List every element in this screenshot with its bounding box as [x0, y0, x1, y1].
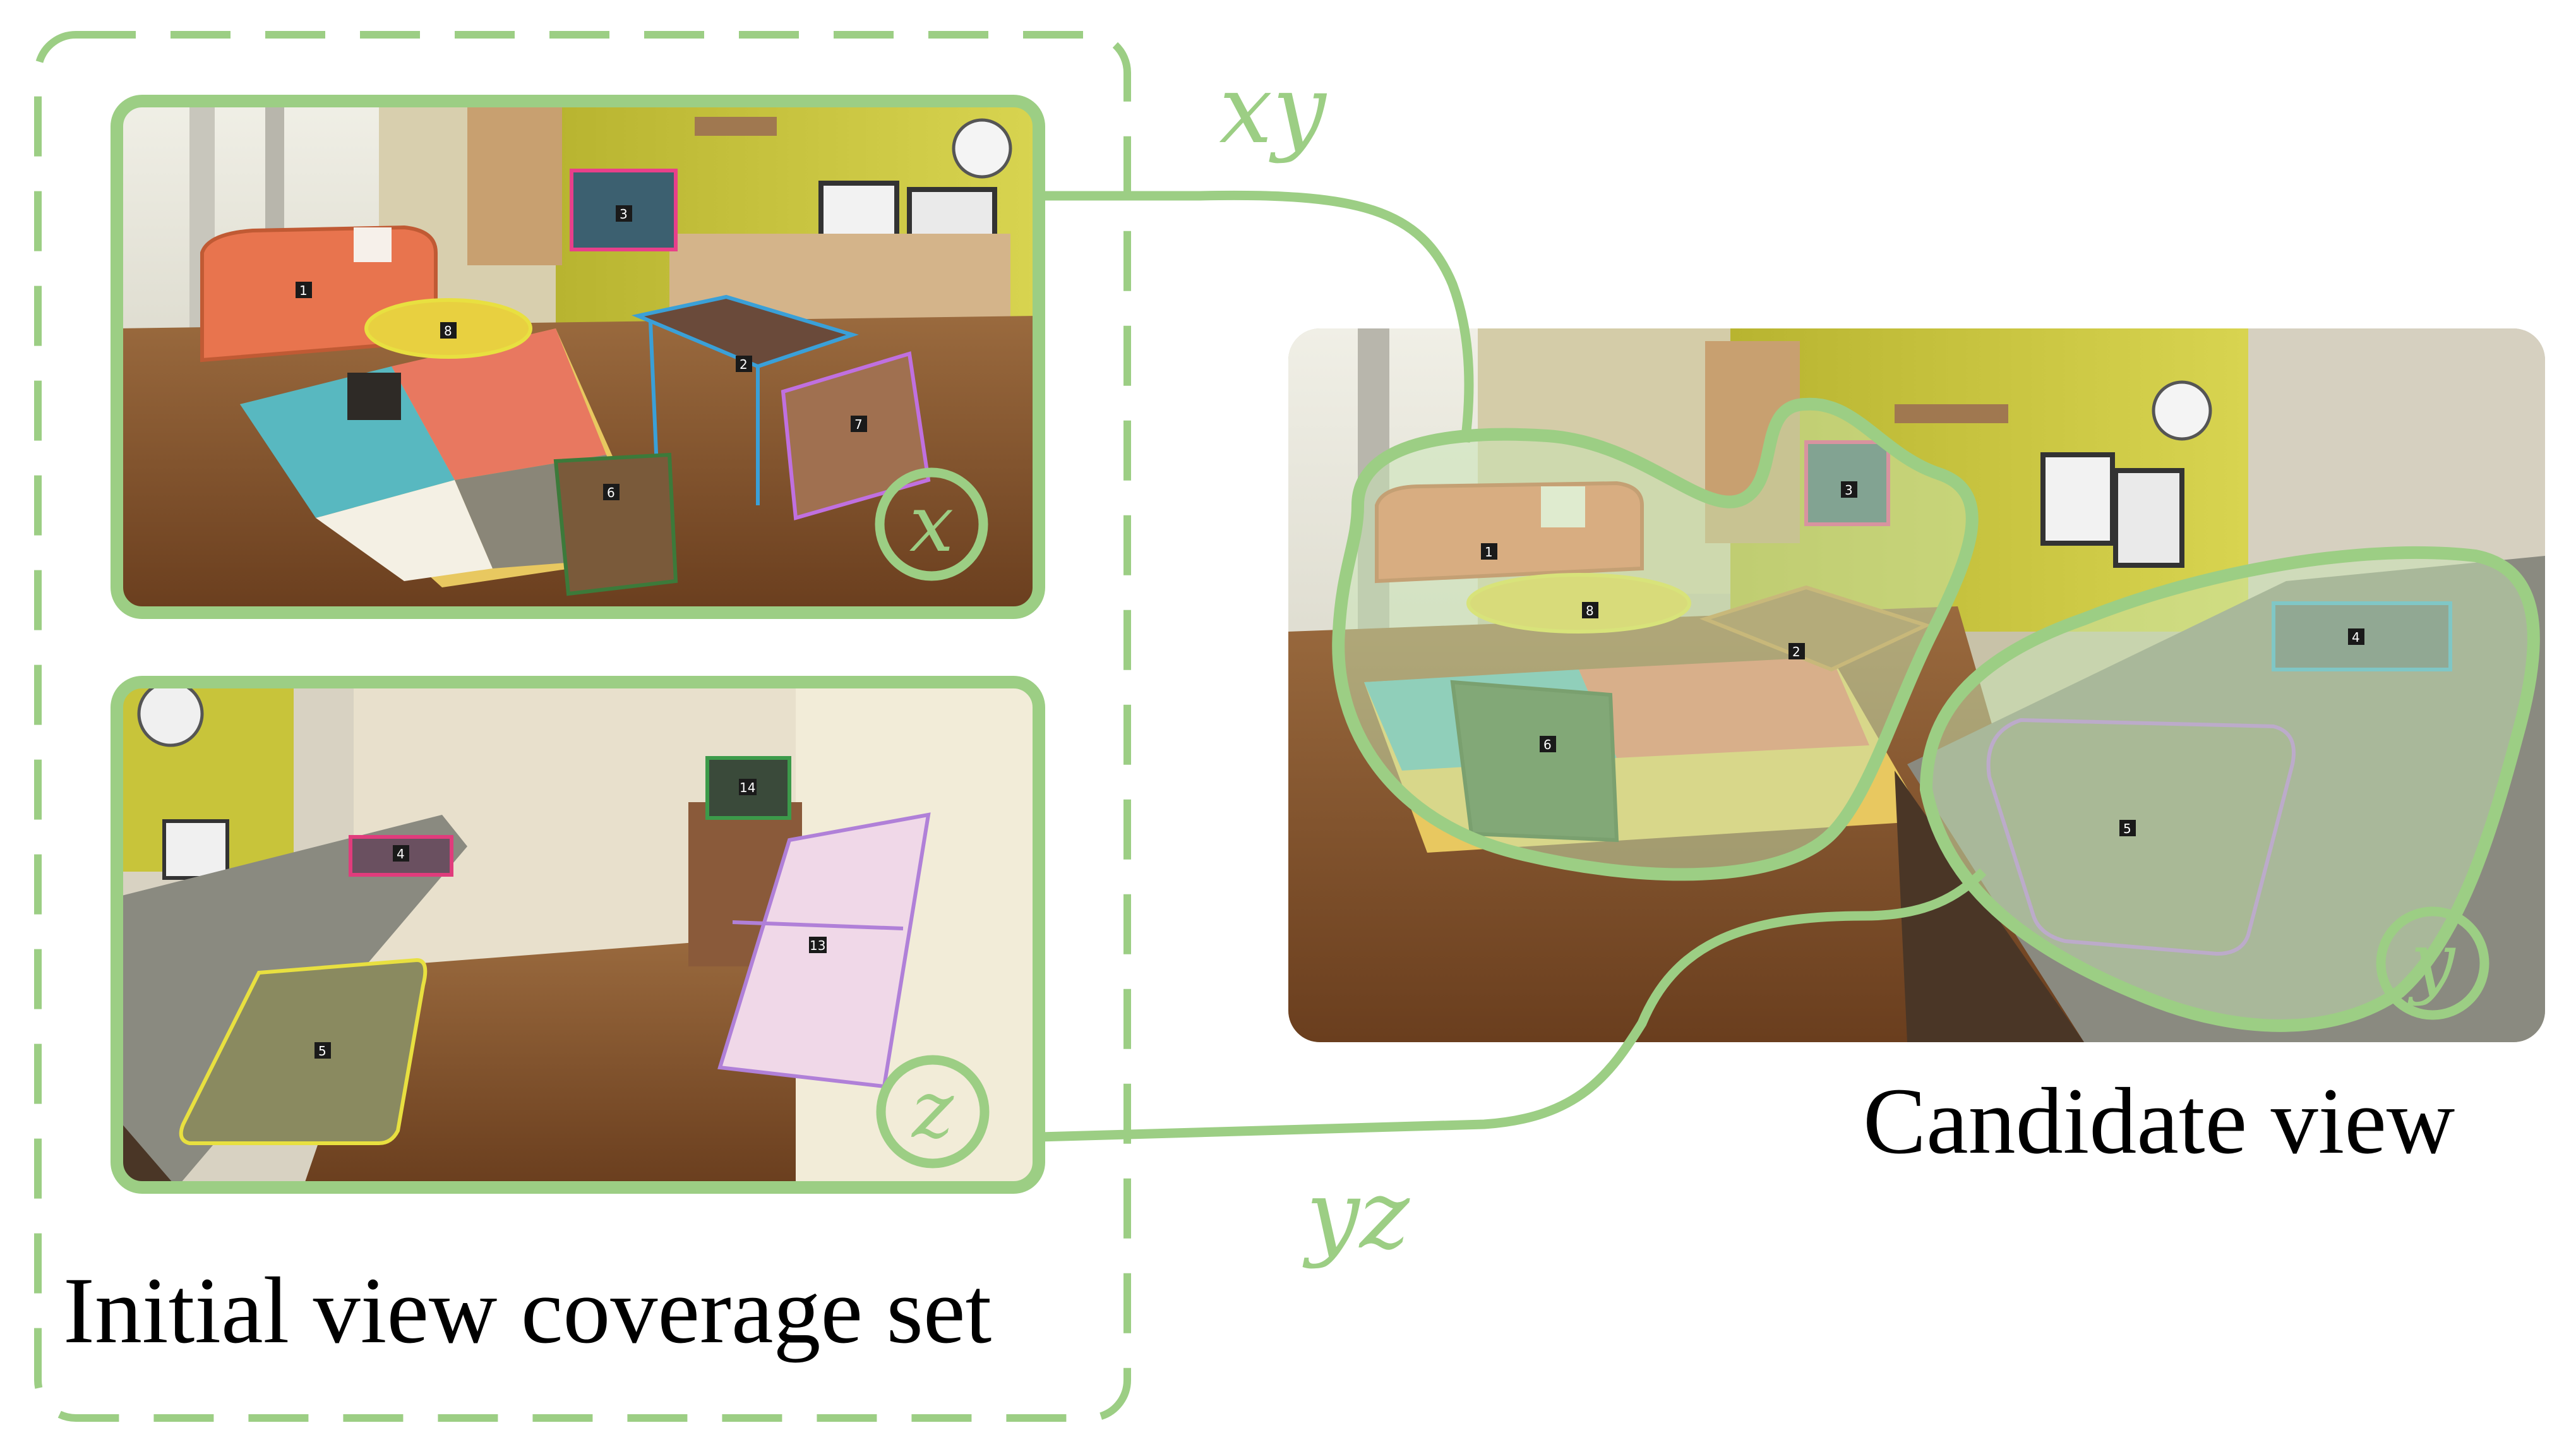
coverage-set-boundary	[34, 31, 1131, 1422]
candidate-view-caption: Candidate view	[1863, 1069, 2455, 1174]
svg-text:8: 8	[444, 323, 452, 339]
svg-text:3: 3	[1845, 483, 1853, 498]
svg-text:14: 14	[740, 780, 755, 795]
coverage-region-y	[1919, 546, 2540, 1032]
coverage-region-xy	[1332, 397, 1979, 881]
label-yz: yz	[1302, 1160, 1410, 1270]
svg-text:5: 5	[318, 1043, 326, 1059]
picture-frame	[2040, 452, 2115, 546]
svg-text:3: 3	[620, 207, 628, 222]
label-x: x	[909, 478, 954, 570]
initial-view-coverage-set-caption: Initial view coverage set	[63, 1258, 992, 1363]
svg-text:1: 1	[1485, 544, 1493, 560]
dining-table	[632, 294, 859, 369]
cooktop	[349, 835, 453, 877]
clock-icon	[2152, 380, 2212, 441]
svg-text:2: 2	[740, 357, 748, 372]
svg-text:6: 6	[607, 485, 615, 500]
view-x: 1 3 2 8 7 6 x	[111, 95, 1045, 619]
svg-text:4: 4	[2352, 630, 2360, 645]
sink	[179, 958, 428, 1145]
label-z: z	[911, 1064, 954, 1156]
svg-text:6: 6	[1543, 737, 1552, 752]
connector-xy	[1039, 190, 1474, 443]
label-circle-y	[2376, 906, 2489, 1020]
chair	[553, 452, 678, 596]
label-circle-z	[876, 1055, 990, 1169]
label-circle-x	[875, 467, 988, 581]
view-z: 14 4 13 5 z	[111, 676, 1045, 1194]
chair	[781, 351, 931, 520]
label-y: y	[2407, 916, 2456, 1007]
candidate-view: 1 3 8 2 4 6 5 y	[1288, 328, 2545, 1042]
svg-text:8: 8	[1586, 603, 1594, 618]
svg-text:7: 7	[854, 417, 863, 432]
svg-text:13: 13	[810, 938, 825, 953]
clock-icon	[952, 118, 1012, 179]
picture-frame	[2113, 468, 2184, 568]
svg-text:2: 2	[1792, 644, 1800, 659]
svg-text:1: 1	[299, 283, 308, 298]
svg-text:5: 5	[2123, 821, 2131, 836]
connector-yz	[1038, 868, 1987, 1142]
svg-text:4: 4	[397, 846, 405, 862]
label-xy: xy	[1219, 55, 1327, 165]
